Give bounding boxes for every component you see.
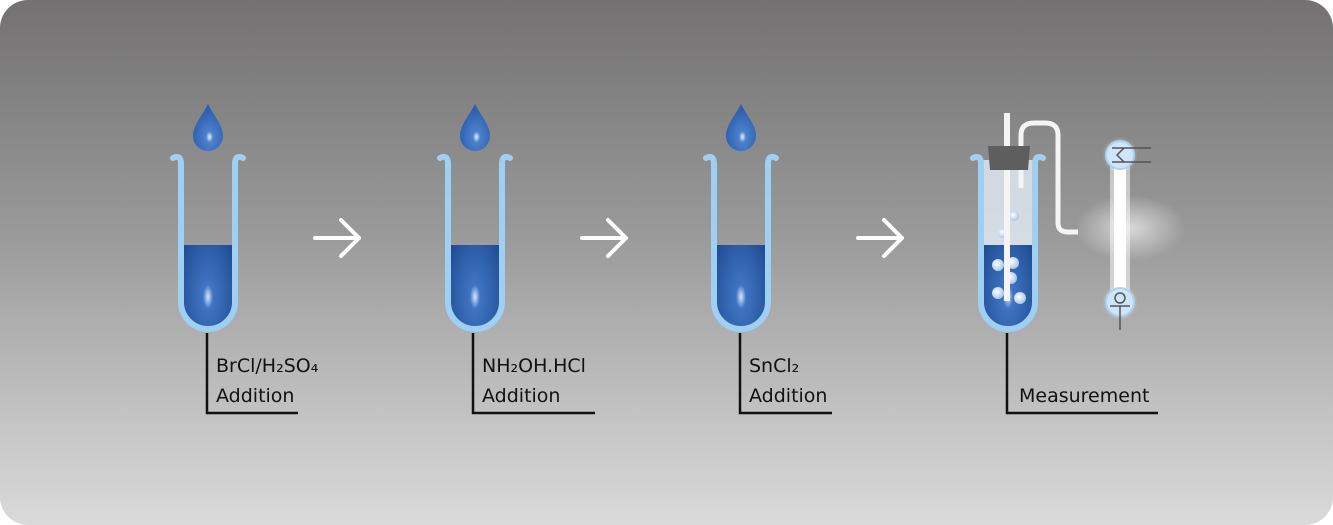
step-label-line1: BrCl/H₂SO₄: [216, 355, 319, 377]
label-bracket: [1005, 333, 1158, 415]
label-bracket: [471, 333, 595, 415]
detector-lamp-icon: [1102, 137, 1151, 330]
arrow-icon: [580, 218, 628, 258]
step-label-line1: Measurement: [1019, 385, 1149, 407]
step-label-line2: Addition: [216, 385, 294, 407]
test-tube-icon: [706, 157, 776, 330]
gas-outlet-tube: [1018, 120, 1078, 235]
test-tube-icon: [173, 157, 243, 330]
step-label-line2: Addition: [482, 385, 560, 407]
stopper: [988, 146, 1030, 170]
step-label-line1: SnCl₂: [749, 355, 799, 377]
arrow-icon: [856, 218, 904, 258]
step-label-line2: Addition: [749, 385, 827, 407]
purge-inlet-tube: [1004, 113, 1010, 301]
label-bracket: [738, 333, 832, 415]
drop-icon: [460, 104, 490, 151]
test-tube-icon: [440, 157, 510, 330]
step-1: BrCl/H₂SO₄ Addition: [173, 104, 319, 415]
arrow-icon: [313, 218, 361, 258]
label-bracket: [205, 333, 298, 415]
step-3: SnCl₂ Addition: [706, 104, 832, 415]
step-2: NH₂OH.HCl Addition: [440, 104, 595, 415]
drop-icon: [726, 104, 756, 151]
step-4: Measurement: [973, 113, 1185, 415]
drop-icon: [193, 104, 223, 151]
step-label-line1: NH₂OH.HCl: [482, 355, 586, 377]
